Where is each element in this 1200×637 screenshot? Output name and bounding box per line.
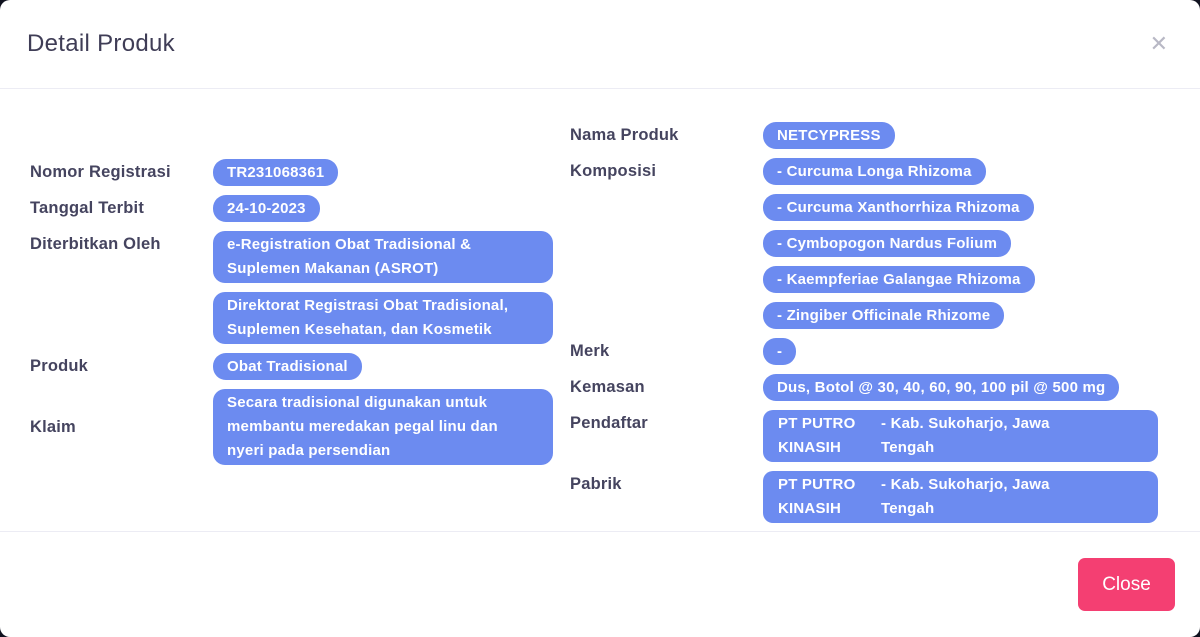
company-name: PT PUTRO KINASIH — [778, 415, 856, 456]
field-produk: Produk Obat Tradisional — [30, 353, 570, 380]
field-label: Nomor Registrasi — [30, 163, 171, 181]
value-badge: - — [763, 338, 797, 365]
field-merk: Merk - — [570, 338, 1170, 365]
value-badge: Secara tradisional digunakan untuk memba… — [213, 389, 553, 465]
value-badge: 24-10-2023 — [213, 195, 320, 222]
left-column: Nomor Registrasi TR231068361 Tanggal Ter… — [30, 122, 570, 523]
field-nama-produk: Nama Produk NETCYPRESS — [570, 122, 1170, 149]
field-label: Produk — [30, 357, 89, 375]
field-kemasan: Kemasan Dus, Botol @ 30, 40, 60, 90, 100… — [570, 374, 1170, 401]
field-tanggal-terbit: Tanggal Terbit 24-10-2023 — [30, 195, 570, 222]
company-location: - Kab. Sukoharjo, Jawa Tengah — [881, 476, 1050, 517]
value-badge: PT PUTRO KINASIH - Kab. Sukoharjo, Jawa … — [763, 410, 1158, 462]
close-button[interactable]: Close — [1078, 558, 1175, 611]
right-column: Nama Produk NETCYPRESS Komposisi - Curcu… — [570, 122, 1170, 523]
modal-body: Nomor Registrasi TR231068361 Tanggal Ter… — [0, 89, 1200, 531]
field-label: Diterbitkan Oleh — [30, 235, 161, 253]
field-label: Klaim — [30, 417, 76, 436]
field-nomor-registrasi: Nomor Registrasi TR231068361 — [30, 159, 570, 186]
field-pabrik: Pabrik PT PUTRO KINASIH - Kab. Sukoharjo… — [570, 471, 1170, 523]
value-badge: - Curcuma Longa Rhizoma — [763, 158, 986, 185]
company-location: - Kab. Sukoharjo, Jawa Tengah — [881, 415, 1050, 456]
value-badge: - Kaempferiae Galangae Rhizoma — [763, 266, 1035, 293]
field-komposisi: Komposisi - Curcuma Longa Rhizoma - Curc… — [570, 158, 1170, 329]
value-badge: Dus, Botol @ 30, 40, 60, 90, 100 pil @ 5… — [763, 374, 1120, 401]
field-label: Komposisi — [570, 162, 657, 180]
company-name: PT PUTRO KINASIH — [778, 476, 856, 517]
value-badge: - Zingiber Officinale Rhizome — [763, 302, 1005, 329]
modal-footer: Close — [0, 531, 1200, 637]
field-label: Pendaftar — [570, 414, 648, 432]
field-label: Pabrik — [570, 475, 622, 493]
page-title: Detail Produk — [27, 30, 175, 57]
field-label: Tanggal Terbit — [30, 199, 145, 217]
value-badge: e-Registration Obat Tradisional & Suplem… — [213, 231, 553, 283]
field-label: Nama Produk — [570, 126, 679, 144]
field-pendaftar: Pendaftar PT PUTRO KINASIH - Kab. Sukoha… — [570, 410, 1170, 462]
value-badge: Direktorat Registrasi Obat Tradisional, … — [213, 292, 553, 344]
modal-header: Detail Produk ✕ — [0, 0, 1200, 89]
value-badge: Obat Tradisional — [213, 353, 362, 380]
close-icon[interactable]: ✕ — [1149, 31, 1168, 56]
value-badge: TR231068361 — [213, 159, 339, 186]
value-badge: - Curcuma Xanthorrhiza Rhizoma — [763, 194, 1034, 221]
field-label: Merk — [570, 342, 610, 360]
value-badge: NETCYPRESS — [763, 122, 895, 149]
value-badge: - Cymbopogon Nardus Folium — [763, 230, 1012, 257]
value-badge: PT PUTRO KINASIH - Kab. Sukoharjo, Jawa … — [763, 471, 1158, 523]
field-label: Kemasan — [570, 378, 645, 396]
field-diterbitkan-oleh: Diterbitkan Oleh e-Registration Obat Tra… — [30, 231, 570, 344]
field-klaim: Klaim Secara tradisional digunakan untuk… — [30, 389, 570, 465]
